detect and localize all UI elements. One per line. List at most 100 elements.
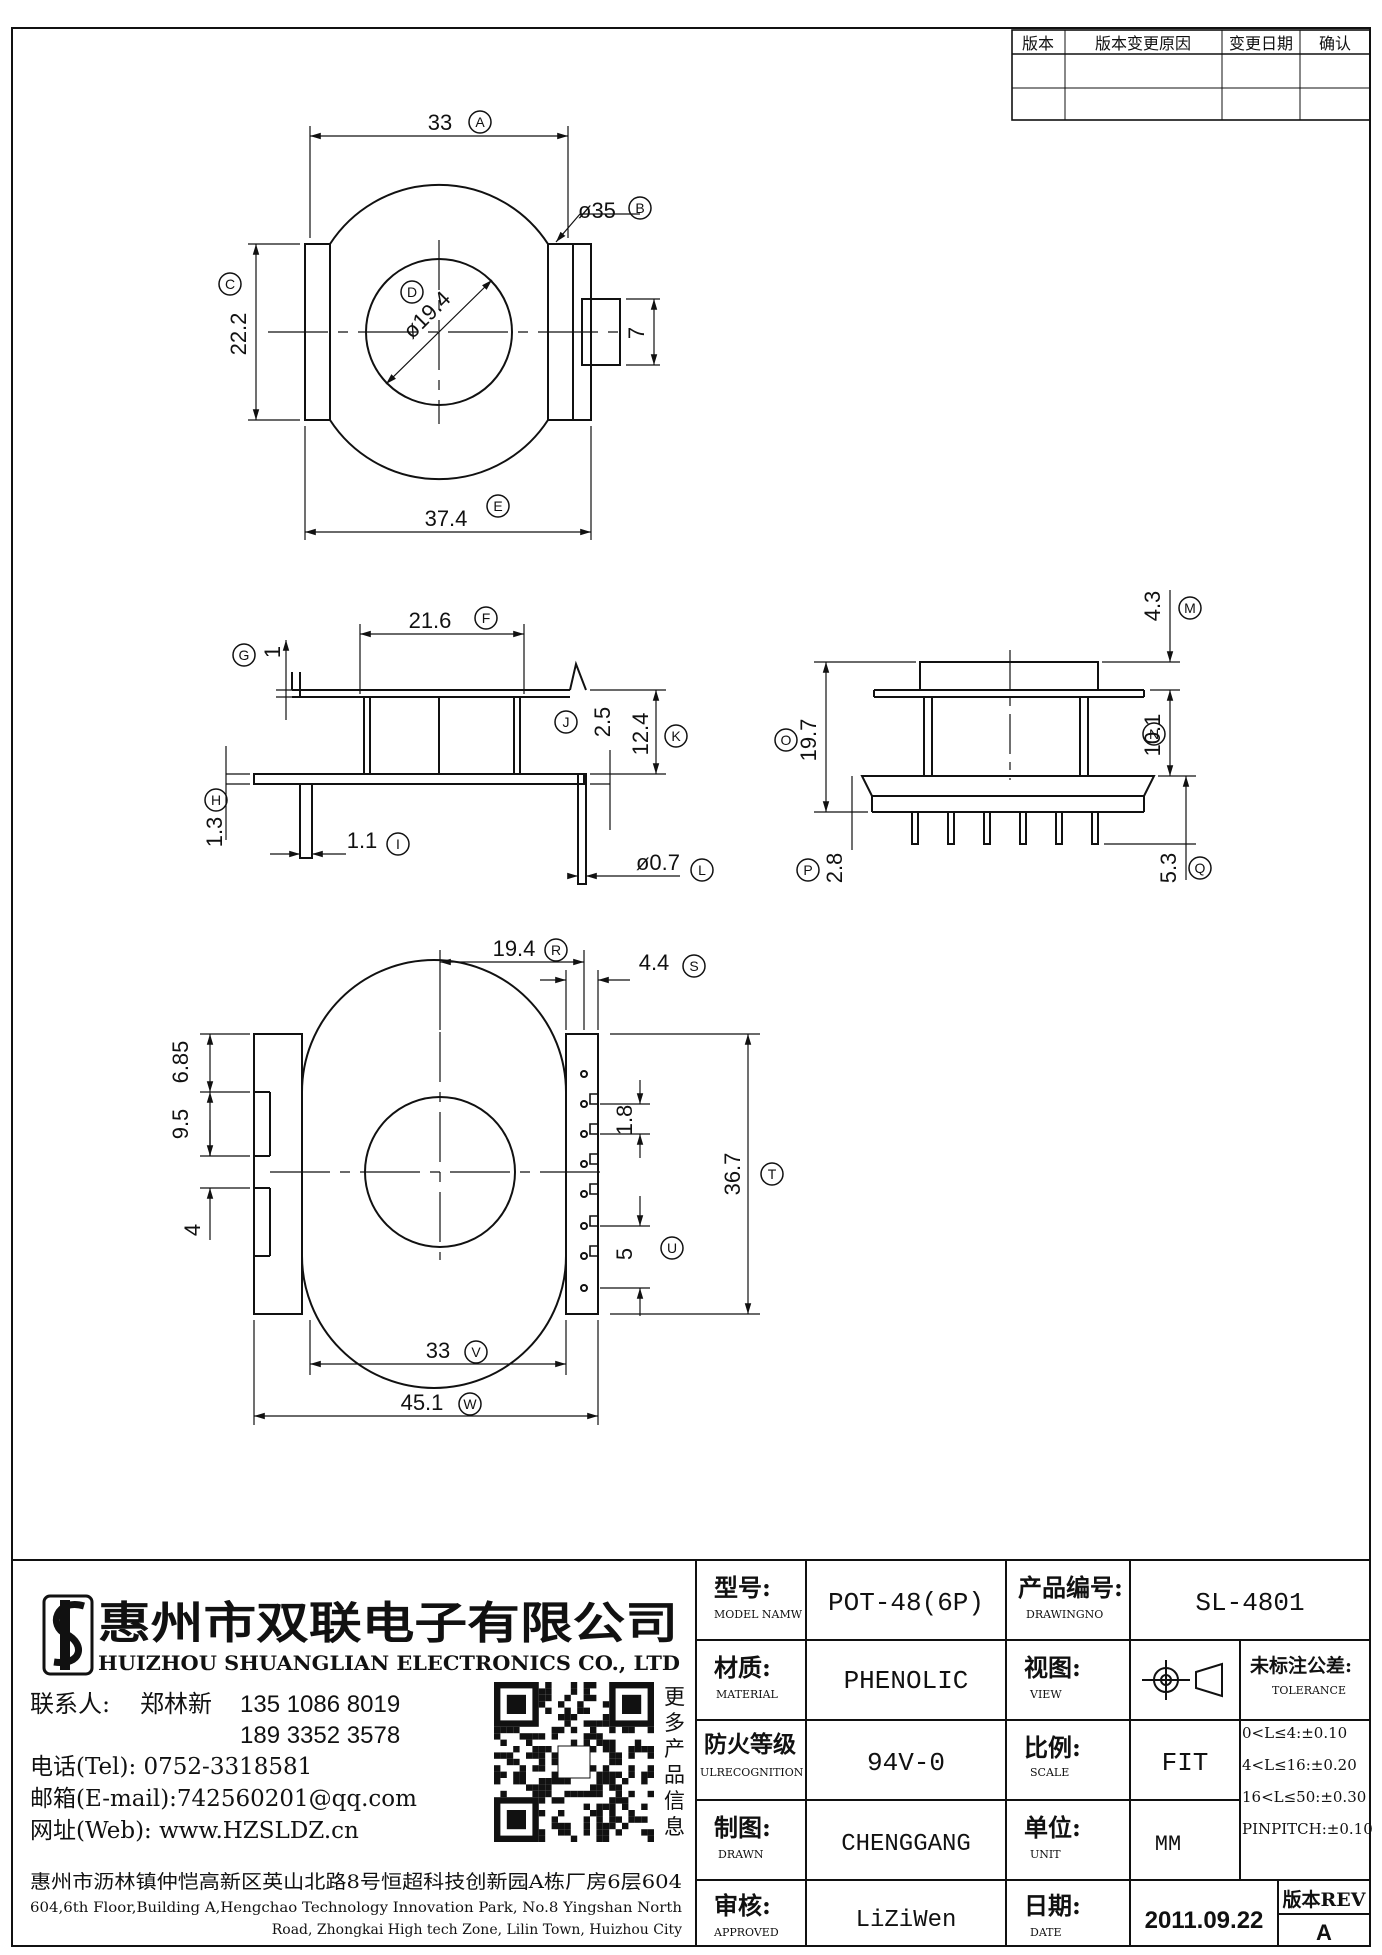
- company-name-en: HUIZHOU SHUANGLIAN ELECTRONICS CO., LTD: [98, 1651, 680, 1675]
- date-label-en: DATE: [1030, 1926, 1062, 1939]
- dim-T: 36.7: [720, 1153, 745, 1196]
- contact-email: 邮箱(E-mail):742560201@qq.com: [30, 1786, 417, 1812]
- view-label-en: VIEW: [1029, 1688, 1062, 1701]
- callout-letter-d: D: [407, 284, 417, 300]
- callout-circle-n: [1142, 722, 1166, 746]
- unit-label-en: UNIT: [1030, 1848, 1061, 1861]
- dim-95: 9.5: [168, 1109, 193, 1140]
- svg-text:多: 多: [664, 1711, 685, 1735]
- qr-code: [494, 1682, 654, 1842]
- unit-label: 单位:: [1024, 1813, 1081, 1842]
- address-en-2: Road, Zhongkai High tech Zone, Lilin Tow…: [272, 1922, 682, 1938]
- dim-B: ø35: [578, 198, 616, 223]
- callout-circle-b: [628, 196, 652, 220]
- contact-name: 郑林新: [140, 1690, 212, 1718]
- drawingno-label: 产品编号:: [1018, 1573, 1123, 1602]
- dim-A: 33: [428, 110, 452, 135]
- dim-Q: 5.3: [1156, 853, 1181, 884]
- front-view-dims: [225, 624, 680, 880]
- front-view: [253, 660, 587, 885]
- projection-symbol-icon: [1142, 1660, 1223, 1700]
- dim-U: 5: [612, 1248, 637, 1260]
- rev-header-version: 版本: [1022, 34, 1054, 53]
- callout-letter-j: J: [563, 714, 570, 730]
- approved-value: LiZiWen: [856, 1907, 957, 1934]
- dim-4: 4: [180, 1224, 205, 1236]
- title-block: [696, 1560, 1370, 1946]
- callout-letter-w: W: [463, 1396, 477, 1412]
- ul-label-en: ULRECOGNITION: [700, 1766, 804, 1779]
- callout-letter-t: T: [768, 1166, 777, 1182]
- dim-O: 19.7: [796, 719, 821, 762]
- tolerance-2: 4<L≤16:±0.20: [1242, 1756, 1357, 1774]
- scale-value: FIT: [1162, 1748, 1209, 1778]
- approved-label: 审核:: [714, 1891, 771, 1920]
- dim-W: 45.1: [401, 1390, 444, 1415]
- company-logo: [42, 1594, 94, 1676]
- dim-E: 37.4: [425, 506, 468, 531]
- callout-circle-f: [474, 606, 498, 630]
- svg-text:品: 品: [664, 1763, 685, 1787]
- drawingno-value: SL-4801: [1195, 1588, 1304, 1618]
- callout-circle-l: [690, 858, 714, 882]
- callout-circle-i: [386, 832, 410, 856]
- tolerance-1: 0<L≤4:±0.10: [1242, 1724, 1347, 1742]
- callout-circle-k: [664, 724, 688, 748]
- dim-G: 1: [260, 646, 285, 658]
- dim-685: 6.85: [168, 1041, 193, 1084]
- callout-circle-u: [660, 1236, 684, 1260]
- model-label: 型号:: [714, 1573, 771, 1602]
- tolerance-4: PINPITCH:±0.10: [1242, 1820, 1373, 1838]
- scale-label-en: SCALE: [1030, 1766, 1069, 1779]
- dim-K: 12.4: [628, 713, 653, 756]
- callout-letter-r: R: [551, 942, 561, 958]
- dim-C: 22.2: [226, 313, 251, 356]
- tolerance-label: 未标注公差:: [1249, 1654, 1352, 1677]
- dim-N: 10.1: [1140, 714, 1165, 757]
- callout-circle-o: [774, 728, 798, 752]
- callout-circle-d: [400, 280, 424, 304]
- company-block: 惠州市双联电子有限公司 HUIZHOU SHUANGLIAN ELECTRONI…: [12, 1559, 1370, 1946]
- dim-J: 2.5: [590, 707, 615, 738]
- callout-circle-s: [682, 954, 706, 978]
- callout-letter-o: O: [781, 732, 792, 748]
- rev-header-date: 变更日期: [1229, 34, 1293, 53]
- svg-text:息: 息: [664, 1815, 685, 1839]
- model-value: POT-48(6P): [828, 1588, 984, 1618]
- revision-table: 版本 版本变更原因 变更日期 确认: [1011, 29, 1371, 121]
- sheet-border: [11, 27, 1371, 1947]
- callout-circle-h: [204, 788, 228, 812]
- view-label: 视图:: [1024, 1653, 1081, 1682]
- callout-circle-v: [464, 1340, 488, 1364]
- callout-circle-c: [218, 272, 242, 296]
- approved-label-en: APPROVED: [713, 1926, 779, 1939]
- callout-letter-c: C: [225, 276, 235, 292]
- side-view: [860, 650, 1156, 845]
- ul-value: 94V-0: [867, 1748, 945, 1778]
- dim-I: 1.1: [347, 828, 378, 853]
- ul-label: 防火等级: [704, 1731, 796, 1758]
- tolerance-label-en: TOLERANCE: [1272, 1684, 1346, 1697]
- callout-circle-g: [232, 643, 256, 667]
- callout-circle-j: [554, 710, 578, 734]
- callout-letter-h: H: [211, 792, 221, 808]
- drawn-value: CHENGGANG: [841, 1831, 971, 1858]
- dim-18: 1.8: [612, 1105, 637, 1136]
- date-value: 2011.09.22: [1145, 1907, 1264, 1934]
- dim-S: 4.4: [639, 950, 670, 975]
- top-view-dims: [248, 126, 660, 540]
- dim-M: 4.3: [1140, 591, 1165, 622]
- bottom-view: [253, 959, 600, 1389]
- callout-letter-v: V: [471, 1344, 481, 1360]
- contact-label: 联系人:: [30, 1690, 110, 1718]
- address-cn: 惠州市沥林镇仲恺高新区英山北路8号恒超科技创新园A栋厂房6层604: [30, 1871, 682, 1893]
- dim-V: 33: [426, 1338, 450, 1363]
- callout-letter-n: N: [1149, 726, 1159, 742]
- company-name-cn: 惠州市双联电子有限公司: [98, 1598, 678, 1649]
- dim-F: 21.6: [409, 608, 452, 633]
- top-view: [268, 183, 621, 481]
- unit-value: MM: [1155, 1832, 1181, 1857]
- callout-letter-g: G: [239, 647, 250, 663]
